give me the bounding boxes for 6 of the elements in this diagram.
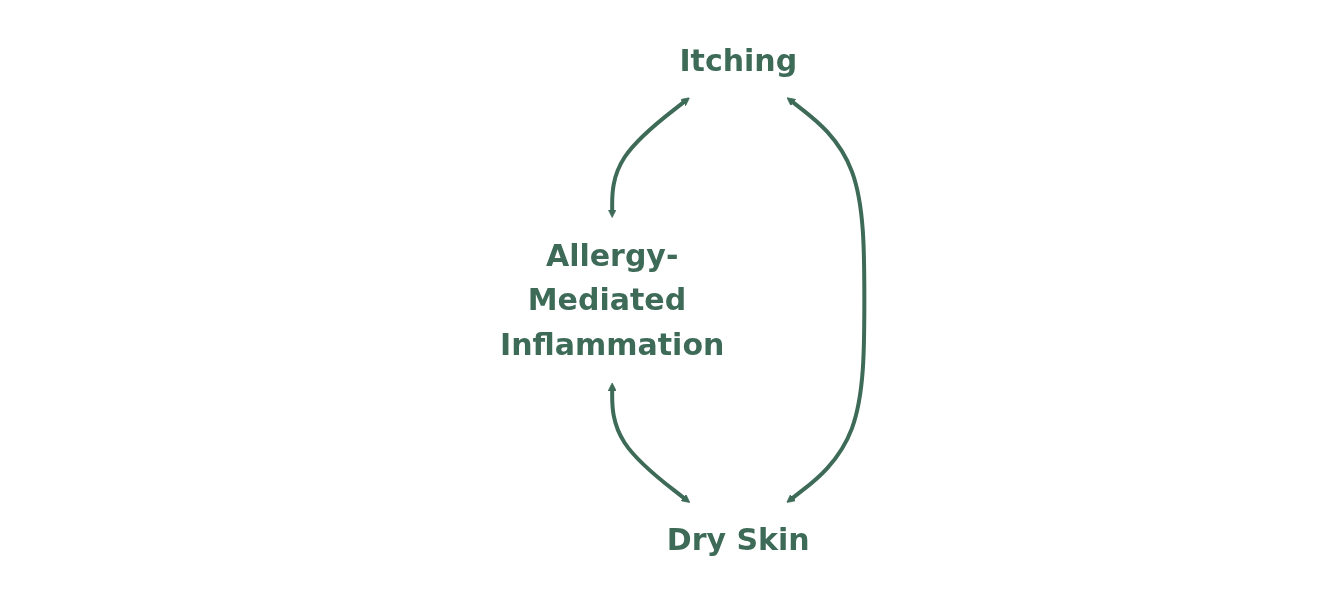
node-text: Dry Skin (666, 522, 810, 558)
arrow (607, 382, 690, 503)
arrow (607, 97, 690, 218)
arrow (786, 97, 867, 503)
node-text: Itching (679, 42, 797, 78)
node-text: Allergy-Mediated Inflammation (499, 237, 725, 363)
